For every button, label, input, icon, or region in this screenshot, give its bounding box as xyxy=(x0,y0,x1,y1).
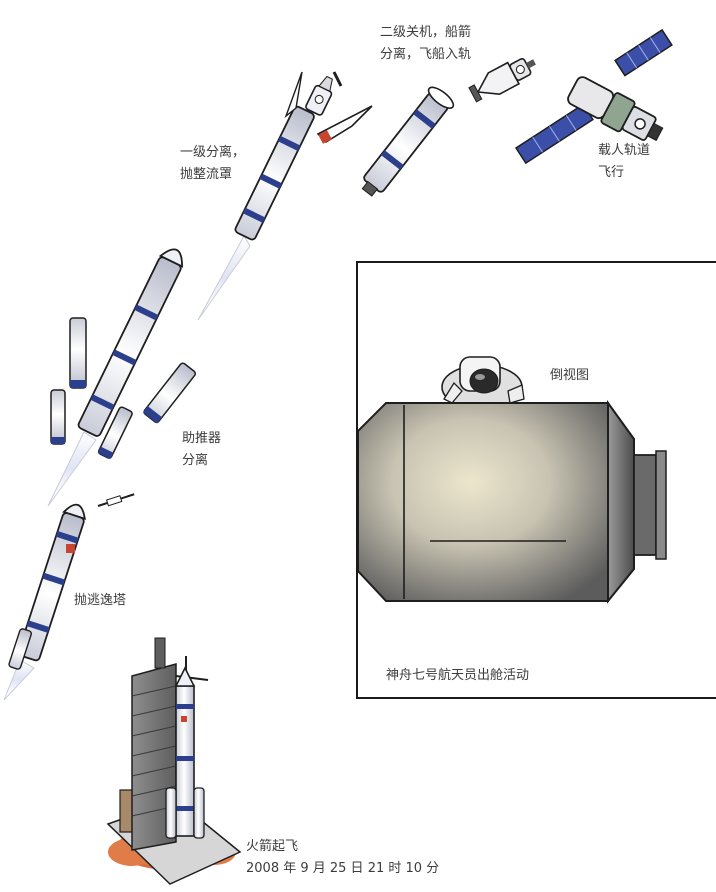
inset-caption: 神舟七号航天员出舱活动 xyxy=(386,668,530,683)
spent-second-stage-icon xyxy=(361,86,455,197)
rocket-booster-separation-icon xyxy=(47,248,197,507)
spacewalk-inset-panel: 倒视图 神舟七号航天员出舱活动 xyxy=(356,261,716,699)
label-escape-tower-jettison: 抛逃逸塔 xyxy=(74,593,127,608)
launch-tower-icon xyxy=(106,637,242,885)
label-booster-separation: 助推器 分离 xyxy=(182,431,222,468)
rocket-escape-tower-icon xyxy=(3,493,135,701)
label-liftoff: 火箭起飞 2008 年 9 月 25 日 21 时 10 分 xyxy=(246,839,440,876)
orbital-module-icon xyxy=(358,399,667,604)
orbiting-spacecraft-icon xyxy=(514,28,673,165)
separated-capsule-icon xyxy=(468,58,536,103)
label-first-stage-separation: 一级分离， 抛整流罩 xyxy=(180,145,246,182)
label-second-stage-cutoff: 二级关机，船箭 分离，飞船入轨 xyxy=(380,25,472,62)
astronaut-icon xyxy=(441,356,525,410)
spacewalk-illustration xyxy=(358,356,667,604)
inset-view-label: 倒视图 xyxy=(550,368,590,383)
label-crewed-orbit: 载人轨道 飞行 xyxy=(598,143,651,180)
rocket-fairing-separation-icon xyxy=(197,71,373,321)
